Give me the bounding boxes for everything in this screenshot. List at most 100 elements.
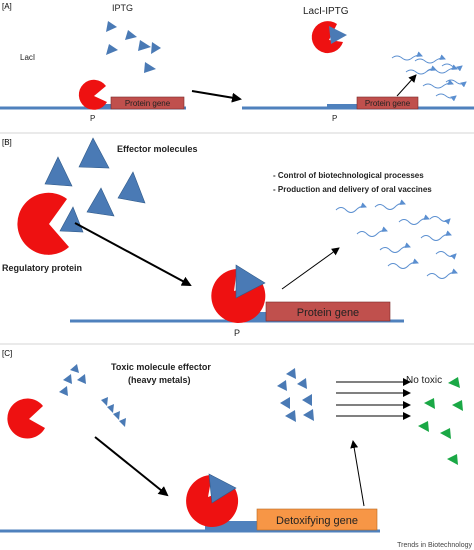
non-toxic-triangle	[440, 428, 451, 439]
protein-squiggle	[391, 51, 423, 61]
application-line-1: - Control of biotechnological processes	[273, 171, 424, 180]
expression-arrow	[350, 440, 365, 507]
metal-triangle	[63, 374, 72, 384]
protein-gene-label: Protein gene	[125, 99, 171, 108]
iptg-label: IPTG	[112, 3, 133, 13]
panel-a: [A] IPTG LacI LacI-IPTG Protein gene P P…	[0, 2, 474, 123]
detoxifying-gene-label: Detoxifying gene	[276, 515, 358, 527]
expressed-proteins	[391, 51, 467, 102]
iptg-triangle	[138, 40, 151, 51]
panel-c: [C] Toxic molecule effector (heavy metal…	[0, 349, 472, 549]
protein-squiggle	[435, 93, 457, 102]
protein-squiggle	[405, 65, 437, 75]
expression-arrow	[396, 74, 417, 97]
transition-arrow	[191, 90, 242, 103]
non-toxic-triangle	[447, 454, 458, 465]
heavy-metal-molecules	[59, 364, 126, 427]
metal-triangle	[119, 418, 126, 427]
protein-squiggle	[335, 202, 367, 213]
bound-effector	[235, 264, 266, 299]
detoxifying-gene-box	[256, 508, 378, 531]
effector-triangle	[117, 171, 146, 204]
binding-arrow	[94, 436, 169, 497]
iptg-triangle	[151, 42, 161, 54]
toxic-triangle	[303, 409, 314, 421]
effector-triangle	[44, 156, 73, 187]
metal-triangle	[113, 411, 120, 420]
toxic-molecules	[277, 368, 314, 422]
promoter-box	[327, 104, 357, 109]
laci-iptg-complex	[311, 21, 343, 54]
laci-repressor	[78, 79, 107, 110]
expressed-proteins	[335, 199, 458, 279]
panel-c-tag: [C]	[2, 349, 12, 358]
iptg-triangle	[125, 30, 137, 40]
non-toxic-triangle	[424, 398, 435, 409]
protein-squiggle	[426, 268, 458, 279]
metal-triangle	[59, 386, 68, 396]
protein-squiggle	[426, 64, 458, 74]
no-toxic-label: No toxic	[406, 375, 442, 386]
protein-squiggle	[398, 214, 430, 225]
protein-gene-label: Protein gene	[297, 307, 359, 319]
protein-squiggle	[379, 242, 411, 253]
promoter-label: P	[234, 328, 240, 338]
expression-arrow	[281, 247, 340, 290]
toxic-triangle	[302, 394, 312, 406]
promoter-label-right: P	[332, 114, 337, 123]
laci-iptg-label: LacI-IPTG	[303, 6, 349, 17]
panel-b-tag: [B]	[2, 138, 12, 147]
protein-gene-label: Protein gene	[365, 99, 411, 108]
metal-triangle	[70, 364, 79, 373]
toxic-triangle	[280, 397, 290, 409]
effector-molecules-label: Effector molecules	[117, 144, 198, 154]
protein-squiggle	[356, 226, 388, 237]
effector-triangle	[78, 137, 110, 169]
protein-gene-box	[110, 96, 185, 110]
non-toxic-molecules	[418, 377, 463, 465]
panel-a-tag: [A]	[2, 2, 12, 11]
promoter-box	[205, 521, 257, 530]
toxic-effector-sublabel: (heavy metals)	[128, 375, 191, 385]
iptg-molecules	[106, 21, 161, 73]
detox-arrows	[336, 378, 411, 420]
protein-squiggle	[441, 63, 463, 72]
metal-triangle	[77, 374, 86, 384]
toxic-triangle	[285, 410, 296, 422]
metal-triangle	[107, 404, 114, 413]
iptg-bound	[329, 26, 347, 44]
protein-squiggle	[422, 79, 454, 89]
non-toxic-triangle	[452, 400, 463, 411]
toxic-triangle	[297, 378, 307, 389]
laci-label: LacI	[20, 53, 35, 62]
regulatory-protein	[17, 192, 69, 255]
binding-arrow	[74, 222, 192, 286]
iptg-triangle	[144, 62, 156, 73]
application-line-2: - Production and delivery of oral vaccin…	[273, 185, 432, 194]
bound-effector	[208, 473, 237, 504]
toxic-effector-label: Toxic molecule effector	[111, 362, 211, 372]
promoter-label-left: P	[90, 114, 95, 123]
regulatory-protein-label: Regulatory protein	[2, 263, 82, 273]
toxic-triangle	[286, 368, 296, 379]
protein-squiggle	[387, 258, 419, 269]
non-toxic-triangle	[418, 421, 429, 432]
protein-squiggle	[374, 199, 406, 210]
metal-triangle	[101, 397, 108, 406]
toxic-triangle	[277, 380, 287, 391]
iptg-triangle	[106, 21, 117, 32]
iptg-triangle	[106, 44, 118, 55]
regulatory-protein	[7, 398, 45, 439]
effector-triangle	[59, 206, 84, 233]
protein-squiggle	[420, 230, 452, 241]
journal-credit: Trends in Biotechnology	[397, 542, 472, 549]
effector-triangle	[86, 187, 115, 217]
non-toxic-triangle	[448, 377, 460, 388]
protein-gene-box	[265, 301, 391, 322]
protein-squiggle	[414, 54, 446, 64]
panel-b: [B] Effector molecules Regulatory protei…	[2, 137, 458, 338]
effector-molecules	[44, 137, 146, 233]
protein-gene-box	[356, 96, 419, 110]
protein-squiggle	[445, 79, 467, 88]
